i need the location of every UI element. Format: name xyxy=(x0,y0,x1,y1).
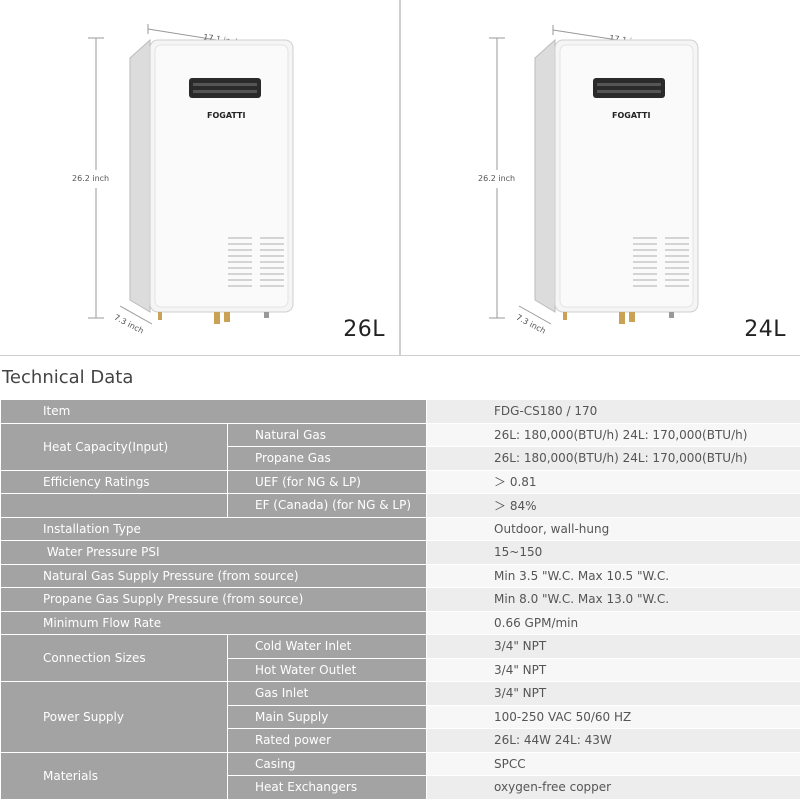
table-row: Propane Gas Supply Pressure (from source… xyxy=(0,587,800,612)
table-row: Connection Sizes Cold Water Inlet 3/4" N… xyxy=(0,634,800,682)
product-images-area: 26.2 inch 17.1 inch 7.3 inch FOGATTI xyxy=(0,0,800,356)
product-panel-26l: 26.2 inch 17.1 inch 7.3 inch FOGATTI xyxy=(0,0,399,356)
table-row: Propane Gas 26L: 180,000(BTU/h) 24L: 170… xyxy=(1,446,800,471)
brand-logo: FOGATTI xyxy=(612,111,651,120)
table-row: Item FDG-CS180 / 170 xyxy=(0,399,800,424)
depth-dimension-label: 7.3 inch xyxy=(113,313,146,336)
table-row: Hot Water Outlet 3/4" NPT xyxy=(1,657,800,682)
section-title: Technical Data xyxy=(2,367,134,388)
table-row: Main Supply 100-250 VAC 50/60 HZ xyxy=(1,704,800,729)
row-sublabel: UEF (for NG & LP) xyxy=(226,469,428,494)
row-sublabel: Natural Gas xyxy=(226,422,428,447)
row-group-label: Power Supply xyxy=(0,681,228,753)
row-value: SPCC xyxy=(426,751,800,776)
table-row: Installation Type Outdoor, wall-hung xyxy=(0,516,800,541)
row-sublabel: Main Supply xyxy=(226,704,428,729)
row-empty-label xyxy=(0,493,228,518)
row-value: 26L: 44W 24L: 43W xyxy=(426,728,800,753)
row-sublabel: Heat Exchangers xyxy=(226,775,428,800)
row-value: Min 3.5 "W.C. Max 10.5 "W.C. xyxy=(426,563,800,588)
section-divider xyxy=(0,355,800,356)
row-value: 3/4" NPT xyxy=(426,657,800,682)
row-value: 3/4" NPT xyxy=(426,681,800,706)
panel-divider xyxy=(399,0,401,356)
capacity-label-24l: 24L xyxy=(744,317,786,342)
table-row: EF (Canada) (for NG & LP) ＞ 84% xyxy=(0,493,800,518)
row-sublabel: EF (Canada) (for NG & LP) xyxy=(226,493,428,518)
row-group-label: Heat Capacity(Input) xyxy=(0,422,228,471)
row-group-label: Materials xyxy=(0,751,228,800)
row-label: Installation Type xyxy=(0,516,428,541)
water-heater-illustration: 26.2 inch 17.1 inch 7.3 inch FOGATTI xyxy=(72,24,294,336)
row-value: 0.66 GPM/min xyxy=(426,610,800,635)
row-group-label: Efficiency Ratings xyxy=(0,469,228,494)
table-row: Natural Gas Supply Pressure (from source… xyxy=(0,563,800,588)
depth-dimension-label: 7.3 inch xyxy=(515,313,548,336)
row-label: Natural Gas Supply Pressure (from source… xyxy=(0,563,428,588)
row-group-label: Connection Sizes xyxy=(0,634,228,682)
row-value: oxygen-free copper xyxy=(426,775,800,800)
height-dimension-label: 26.2 inch xyxy=(72,174,109,183)
row-label: Propane Gas Supply Pressure (from source… xyxy=(0,587,428,612)
product-panel-24l: 26.2 inch 17.1 inch 7.3 inch FOGATTI xyxy=(401,0,800,356)
row-label: Minimum Flow Rate xyxy=(0,610,428,635)
row-value: 3/4" NPT xyxy=(426,634,800,659)
row-value: 100-250 VAC 50/60 HZ xyxy=(426,704,800,729)
row-value: ＞ 0.81 xyxy=(426,469,800,494)
row-sublabel: Hot Water Outlet xyxy=(226,657,428,682)
table-row: Water Pressure PSI 15~150 xyxy=(0,540,800,565)
row-sublabel: Cold Water Inlet xyxy=(226,634,428,659)
row-value: Outdoor, wall-hung xyxy=(426,516,800,541)
row-value: 26L: 180,000(BTU/h) 24L: 170,000(BTU/h) xyxy=(426,422,800,447)
table-row: Heat Exchangers oxygen-free copper xyxy=(1,775,800,800)
row-sublabel: Propane Gas xyxy=(226,446,428,471)
brand-logo: FOGATTI xyxy=(207,111,246,120)
row-value: 15~150 xyxy=(426,540,800,565)
table-row: Heat Capacity(Input) Natural Gas 26L: 18… xyxy=(0,422,800,471)
height-dimension-label: 26.2 inch xyxy=(478,174,515,183)
table-row: Efficiency Ratings UEF (for NG & LP) ＞ 0… xyxy=(0,469,800,494)
row-label: Water Pressure PSI xyxy=(0,540,428,565)
table-row: Materials Casing SPCC xyxy=(0,751,800,800)
table-row: Minimum Flow Rate 0.66 GPM/min xyxy=(0,610,800,635)
table-row: Power Supply Gas Inlet 3/4" NPT xyxy=(0,681,800,753)
table-row: Rated power 26L: 44W 24L: 43W xyxy=(1,728,800,753)
water-heater-illustration: 26.2 inch 17.1 inch 7.3 inch FOGATTI xyxy=(478,25,699,336)
technical-data-table: Item FDG-CS180 / 170 Heat Capacity(Input… xyxy=(0,399,800,800)
row-value: Min 8.0 "W.C. Max 13.0 "W.C. xyxy=(426,587,800,612)
row-label: Item xyxy=(0,399,428,424)
capacity-label-26l: 26L xyxy=(343,317,385,342)
row-value: FDG-CS180 / 170 xyxy=(426,399,800,424)
row-value: 26L: 180,000(BTU/h) 24L: 170,000(BTU/h) xyxy=(426,446,800,471)
row-value: ＞ 84% xyxy=(426,493,800,518)
row-sublabel: Rated power xyxy=(226,728,428,753)
row-sublabel: Gas Inlet xyxy=(226,681,428,706)
row-sublabel: Casing xyxy=(226,751,428,776)
